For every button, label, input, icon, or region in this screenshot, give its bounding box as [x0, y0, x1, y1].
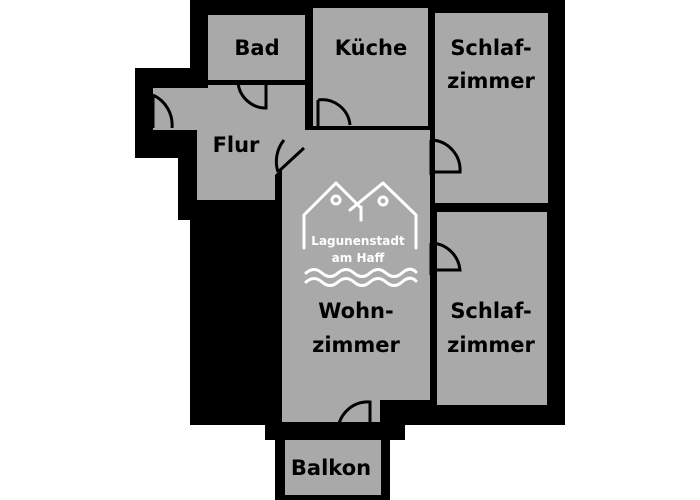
door-balkon: [336, 400, 372, 431]
label-schlafzimmer-top-line2: zimmer: [447, 69, 535, 93]
room-wohnzimmer: [282, 130, 430, 400]
door-flur-living: [274, 139, 306, 174]
door-entrance: [151, 93, 174, 129]
logo-wave-bottom-icon: [304, 276, 418, 287]
room-wohnzimmer-lower: [282, 395, 380, 422]
label-schlafzimmer-bottom-line2: zimmer: [447, 333, 535, 357]
label-schlafzimmer-top-line1: Schlaf-: [450, 36, 531, 60]
label-flur: Flur: [213, 133, 260, 157]
logo-wave-top-icon: [304, 267, 418, 278]
label-bad: Bad: [234, 36, 279, 60]
doors: [151, 81, 462, 431]
label-kueche: Küche: [335, 36, 408, 60]
door-schlafzimmer-top: [429, 138, 462, 175]
label-wohnzimmer-line1: Wohn-: [318, 299, 393, 323]
logo-text-line2: am Haff: [332, 251, 385, 265]
logo-text-line1: Lagunenstadt: [311, 234, 405, 248]
room-labels: Bad Küche Schlaf- zimmer Flur Wohn- zimm…: [213, 36, 536, 480]
door-kueche: [316, 98, 352, 128]
room-flur: [153, 85, 305, 200]
room-bad: [208, 15, 305, 80]
room-kueche: [313, 8, 428, 126]
logo-window-right-icon: [377, 195, 389, 207]
logo-house-left-icon: [302, 181, 363, 250]
door-bad: [236, 81, 268, 110]
label-wohnzimmer-line2: zimmer: [312, 333, 400, 357]
logo-house-right-icon: [348, 181, 418, 250]
room-balkon: [285, 440, 381, 495]
room-schlafzimmer-bottom: [437, 212, 547, 405]
logo-window-left-icon: [330, 194, 342, 206]
label-schlafzimmer-bottom-line1: Schlaf-: [450, 299, 531, 323]
lagunenstadt-logo: Lagunenstadt am Haff: [302, 181, 418, 287]
label-balkon: Balkon: [291, 456, 371, 480]
door-schlafzimmer-bottom: [429, 241, 462, 275]
